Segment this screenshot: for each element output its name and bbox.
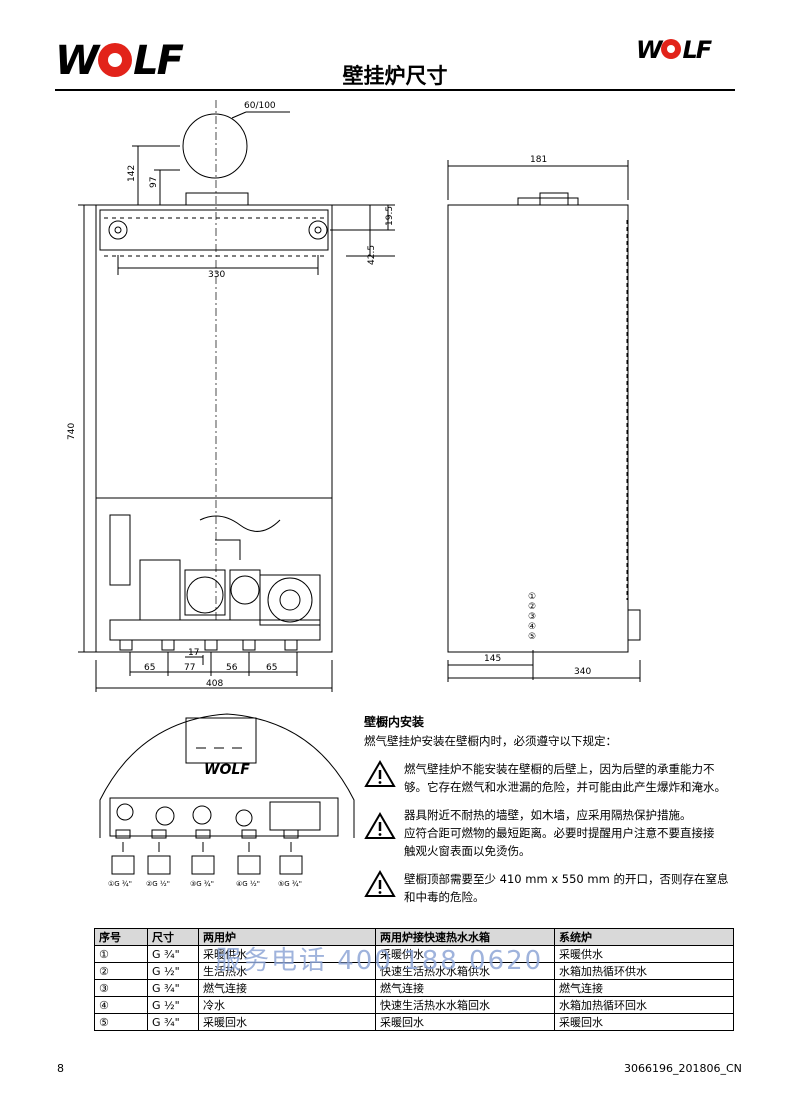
table-cell: 快速生活热水水箱供水 [375,962,555,980]
flue-circle [182,113,248,179]
dim-56: 56 [226,663,238,673]
dim-77: 77 [184,663,195,673]
page-number: 8 [57,1062,64,1075]
header-rule [55,89,735,91]
warning-3-line-1: 壁橱顶部需要至少 410 mm x 550 mm 的开口，否则存在窒息 [404,872,729,886]
cabinet-arch [99,713,355,838]
table-row: ① G ¾" 采暖供水 采暖供水 采暖供水 [94,945,734,963]
callout-4: ④G ½" [236,880,260,888]
table-cell: 冷水 [198,996,376,1014]
marker-2: ② [528,602,536,612]
table-cell: 燃气连接 [198,979,376,997]
table-cell: 采暖供水 [198,945,376,963]
table-row: ⑤ G ¾" 采暖回水 采暖回水 采暖回水 [94,1013,734,1031]
table-cell: 水箱加热循环回水 [554,996,734,1014]
warning-2-line-1: 器具附近不耐热的墙壁，如木墙，应采用隔热保护措施。 [404,808,692,822]
boiler-body-side [447,204,629,653]
table-cell: 采暖供水 [554,945,734,963]
table-cell: G ½" [147,996,199,1014]
table-cell: ④ [94,996,148,1014]
dim-17: 17 [188,648,199,658]
table-row: ③ G ¾" 燃气连接 燃气连接 燃气连接 [94,979,734,997]
table-row: ② G ½" 生活热水 快速生活热水水箱供水 水箱加热循环供水 [94,962,734,980]
warning-icon [364,760,396,787]
callout-3: ③G ¾" [190,880,214,888]
cabinet-section-intro: 燃气壁挂炉安装在壁橱内时，必须遵守以下规定： [364,734,617,748]
table-header-row: 序号 尺寸 两用炉 两用炉接快速热水水箱 系统炉 [94,928,734,946]
boiler-dimension-drawing: 60/100 142 97 330 19.5 42.5 740 17 65 77… [67,100,641,888]
dim-65a: 65 [144,663,155,673]
dim-340: 340 [574,667,591,677]
cabinet-section-title: 壁橱内安装 [364,715,425,729]
cabinet-logo: WOLF [204,762,250,778]
dim-42-5: 42.5 [367,245,377,265]
dim-408: 408 [206,679,223,689]
warning-1-line-1: 燃气壁挂炉不能安装在壁橱的后壁上，因为后壁的承重能力不 [404,762,715,776]
table-cell: 燃气连接 [375,979,555,997]
table-cell: 采暖回水 [375,1013,555,1031]
col-header: 两用炉 [198,928,376,946]
warning-icon [364,812,396,839]
table-cell: 燃气连接 [554,979,734,997]
dim-65b: 65 [266,663,277,673]
page-title: 壁挂炉尺寸 [342,64,448,88]
col-header: 序号 [94,928,148,946]
table-cell: ⑤ [94,1013,148,1031]
table-cell: ③ [94,979,148,997]
dim-flue: 60/100 [244,101,276,111]
col-header: 系统炉 [554,928,734,946]
table-cell: G ¾" [147,945,199,963]
dim-740: 740 [67,423,77,440]
document-number: 3066196_201806_CN [624,1062,742,1075]
connection-table: 序号 尺寸 两用炉 两用炉接快速热水水箱 系统炉 ① G ¾" 采暖供水 采暖供… [94,928,734,1031]
table-cell: 采暖回水 [198,1013,376,1031]
dim-19-5: 19.5 [385,206,395,226]
marker-3: ③ [528,612,536,622]
dim-145: 145 [484,654,501,664]
dim-330: 330 [208,270,225,280]
warning-2-line-3: 触观火窗表面以免烫伤。 [404,844,531,858]
callout-1: ①G ¾" [108,880,132,888]
table-cell: ① [94,945,148,963]
col-header: 两用炉接快速热水水箱 [375,928,555,946]
table-cell: G ¾" [147,1013,199,1031]
table-cell: 生活热水 [198,962,376,980]
marker-5: ⑤ [528,632,536,642]
table-cell: G ½" [147,962,199,980]
callout-5: ⑤G ¾" [278,880,302,888]
marker-1: ① [528,592,536,602]
dim-97: 97 [149,177,159,188]
boiler-body-front [95,204,333,653]
dim-181: 181 [530,155,547,165]
warning-2-line-2: 应符合距可燃物的最短距离。必要时提醒用户注意不要直接接 [404,826,715,840]
table-cell: 快速生活热水水箱回水 [375,996,555,1014]
warning-3-line-2: 和中毒的危险。 [404,890,485,904]
table-cell: 水箱加热循环供水 [554,962,734,980]
table-cell: 采暖回水 [554,1013,734,1031]
callout-2: ②G ½" [146,880,170,888]
warning-icon [364,870,396,897]
col-header: 尺寸 [147,928,199,946]
table-row: ④ G ½" 冷水 快速生活热水水箱回水 水箱加热循环回水 [94,996,734,1014]
table-cell: ② [94,962,148,980]
marker-4: ④ [528,622,536,632]
table-cell: 采暖供水 [375,945,555,963]
table-cell: G ¾" [147,979,199,997]
warning-1-line-2: 够。它存在燃气和水泄漏的危险，并可能由此产生爆炸和淹水。 [404,780,726,794]
dim-142: 142 [127,165,137,182]
